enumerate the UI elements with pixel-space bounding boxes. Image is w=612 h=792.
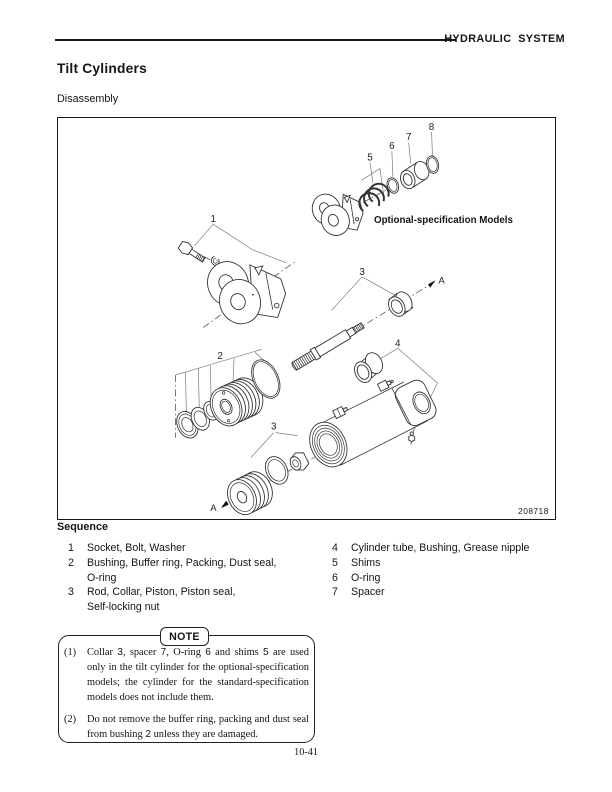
part-piston-seal <box>264 456 289 485</box>
sequence-item-text: O-ring <box>351 571 381 584</box>
sequence-item-number: 3 <box>68 586 74 599</box>
part-eye-nipple <box>408 431 416 445</box>
part-bolt <box>177 240 206 263</box>
part-grease-nipple <box>376 379 394 392</box>
callout-5: 5 <box>367 153 373 164</box>
part-o-ring-8 <box>426 155 440 174</box>
sequence-item-text: Bushing, Buffer ring, Packing, Dust seal… <box>87 556 277 584</box>
sequence-item-number: 5 <box>332 556 338 569</box>
sequence-item-number: 7 <box>332 586 338 599</box>
note-items: (1) Collar 3, spacer 7, O-ring 6 and shi… <box>64 645 309 742</box>
sequence-item-7: 7 Spacer <box>332 585 562 600</box>
note-item-1: (1) Collar 3, spacer 7, O-ring 6 and shi… <box>64 645 309 705</box>
sequence-item-number: 1 <box>68 542 74 554</box>
part-shims <box>358 182 390 212</box>
page-title: Tilt Cylinders <box>57 61 147 76</box>
figure-ref-number: 208718 <box>518 506 549 516</box>
sequence-item-2: 2 Bushing, Buffer ring, Packing, Dust se… <box>68 556 318 586</box>
part-spacer <box>400 160 430 190</box>
part-o-ring-2 <box>251 359 281 399</box>
sequence-item-5: 5 Shims <box>332 556 562 571</box>
header-section-title: HYDRAULIC SYSTEM <box>444 33 565 45</box>
view-arrow-bottom <box>221 500 229 509</box>
callout-6: 6 <box>389 141 395 152</box>
sequence-left-column: 1 Socket, Bolt, Washer 2 Bushing, Buffer… <box>68 541 318 615</box>
callout-4: 4 <box>395 338 401 349</box>
note-item-text: Do not remove the buffer ring, packing a… <box>87 714 309 740</box>
optional-spec-label: Optional-specification Models <box>374 215 513 226</box>
sequence-item-text: Socket, Bolt, Washer <box>87 542 186 554</box>
exploded-diagram: 1 2 3 4 3 5 6 7 8 A A Optional-specifica… <box>175 122 548 516</box>
part-socket <box>207 261 287 325</box>
sequence-item-number: 2 <box>68 556 74 569</box>
sequence-item-3: 3 Rod, Collar, Piston, Piston seal,Self-… <box>68 585 318 615</box>
sequence-item-number: 4 <box>332 542 338 554</box>
grease-nipple-on-tube <box>332 405 349 420</box>
part-collar <box>388 291 414 317</box>
part-rod <box>291 322 365 371</box>
view-arrow-bottom-label: A <box>210 502 217 513</box>
callout-3-upper: 3 <box>359 267 365 278</box>
note-item-text: Collar 3, spacer 7, O-ring 6 and shims 5… <box>87 647 309 703</box>
figure-labels: 1 2 3 4 3 5 6 7 8 A A Optional-specifica… <box>210 122 548 516</box>
part-bushing <box>209 377 264 427</box>
sequence-item-1: 1 Socket, Bolt, Washer <box>68 541 318 556</box>
callout-3-lower: 3 <box>271 422 277 433</box>
sequence-item-4: 4 Cylinder tube, Bushing, Grease nipple <box>332 541 562 556</box>
part-self-locking-nut <box>289 452 310 471</box>
part-optional-socket <box>311 193 364 236</box>
view-arrow-top <box>428 280 436 288</box>
callout-2: 2 <box>217 351 223 362</box>
sequence-item-text: Spacer <box>351 586 385 599</box>
part-piston <box>227 471 273 516</box>
note-item-2: (2) Do not remove the buffer ring, packi… <box>64 712 309 742</box>
note-label: NOTE <box>160 627 209 646</box>
page-number: 10-41 <box>294 747 318 758</box>
sequence-heading: Sequence <box>57 521 109 533</box>
subtitle-disassembly: Disassembly <box>57 93 119 105</box>
note-item-number: (2) <box>64 714 77 725</box>
callout-8: 8 <box>429 122 435 133</box>
sequence-item-text: Cylinder tube, Bushing, Grease nipple <box>351 542 530 554</box>
sequence-right-column: 4 Cylinder tube, Bushing, Grease nipple … <box>332 541 562 600</box>
part-tube-bushing <box>354 352 384 383</box>
note-item-number: (1) <box>64 647 77 658</box>
callout-7: 7 <box>406 132 412 143</box>
part-o-ring-6 <box>386 177 400 194</box>
exploded-view-figure: 1 2 3 4 3 5 6 7 8 A A Optional-specifica… <box>57 117 556 520</box>
sequence-item-number: 6 <box>332 571 338 584</box>
header-rule <box>55 39 456 41</box>
part-cylinder-tube <box>309 379 437 468</box>
sequence-item-text: Rod, Collar, Piston, Piston seal,Self-lo… <box>87 586 236 614</box>
sequence-item-6: 6 O-ring <box>332 571 562 586</box>
callout-1: 1 <box>210 214 216 225</box>
view-arrow-top-label: A <box>439 275 446 286</box>
sequence-item-text: Shims <box>351 556 381 569</box>
